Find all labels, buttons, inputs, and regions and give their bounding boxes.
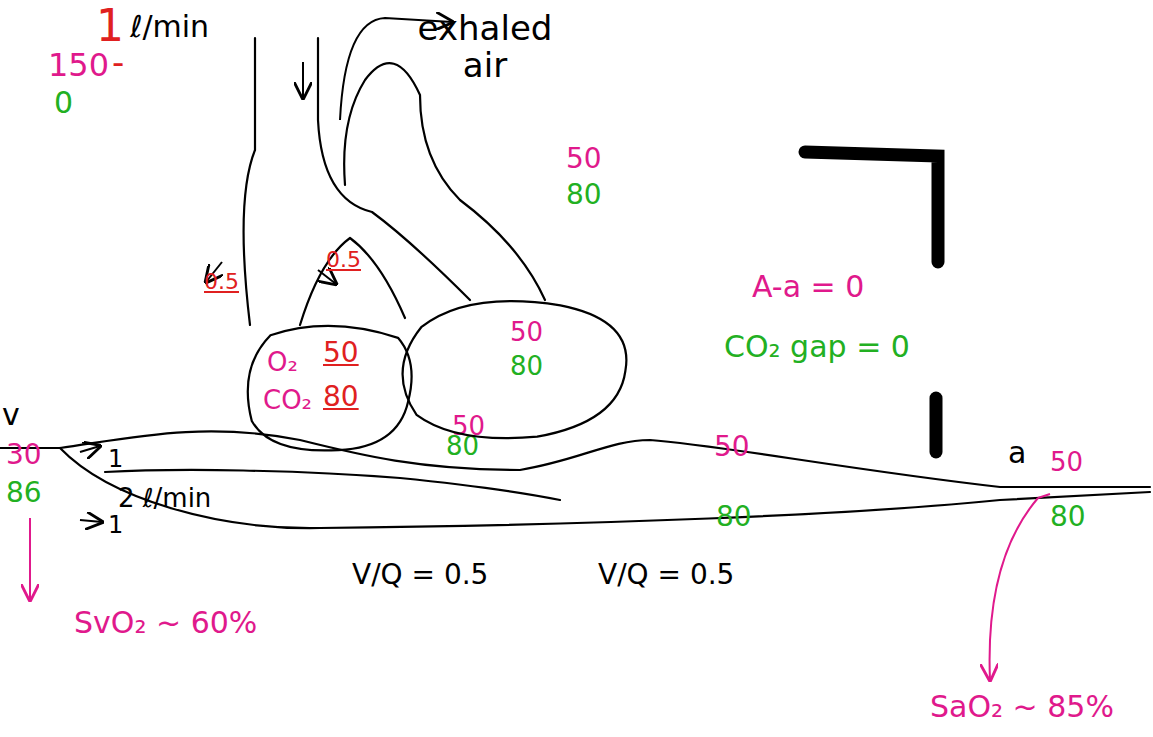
alveolus: 5080 xyxy=(398,298,630,444)
capillary-wall xyxy=(0,431,1150,487)
alveolus-outline-path xyxy=(403,301,627,438)
po2-value: 50 xyxy=(566,144,602,175)
node-text: O₂ xyxy=(267,348,298,377)
pco2-value: 80 xyxy=(1050,502,1086,533)
flow-arrow xyxy=(80,446,100,452)
airway-wall xyxy=(344,63,545,300)
capillary-wall xyxy=(60,448,1150,528)
pointer-arrow xyxy=(1038,494,1050,498)
node-text: 50 xyxy=(323,338,359,369)
spacer xyxy=(105,138,118,139)
inflow-arrow xyxy=(302,62,304,98)
airway-wall xyxy=(300,238,405,325)
flow-value: 1 xyxy=(108,446,123,472)
bracket-line xyxy=(930,398,943,452)
ventilation-value: 0.5 xyxy=(326,248,361,272)
pointer-arrow xyxy=(29,518,31,600)
node-text: 50 xyxy=(510,318,543,347)
gradient-note: A-a = 0 xyxy=(752,270,864,303)
saturation-note: SaO₂ ~ 85% xyxy=(930,690,1114,723)
node-text: CO₂ xyxy=(263,386,312,415)
flow-arrow xyxy=(80,520,102,522)
separator: - xyxy=(112,44,124,81)
node-text: 80 xyxy=(510,352,543,381)
flow-arrow xyxy=(318,270,336,284)
air-note: exhaled air xyxy=(400,10,570,85)
node-text: 80 xyxy=(323,382,359,413)
po2-value: 150 xyxy=(48,48,109,83)
ventilation-value: 0.5 xyxy=(204,270,239,294)
po2-value: 50 xyxy=(714,432,750,463)
vq-ratio: V/Q = 0.5 xyxy=(352,560,488,591)
capillary xyxy=(0,431,1150,528)
gradient-note: CO₂ gap = 0 xyxy=(724,330,910,363)
pco2-value: 80 xyxy=(566,180,602,211)
po2-value: 30 xyxy=(6,440,42,471)
flow-unit: ℓ/min xyxy=(130,10,209,43)
alveolus: O₂ 50CO₂ 80 xyxy=(245,322,415,454)
pco2-value: 80 xyxy=(716,502,752,533)
pco2-value: 86 xyxy=(6,478,42,509)
pointer-arrow xyxy=(990,498,1038,680)
airway-wall xyxy=(318,38,470,300)
po2-value: 50 xyxy=(1050,448,1083,477)
saturation-note: SvO₂ ~ 60% xyxy=(74,606,257,639)
alveolus-outline-path xyxy=(248,326,412,451)
pco2-value: 0 xyxy=(54,86,73,119)
vq-ratio: V/Q = 0.5 xyxy=(598,560,734,591)
flow-value: 1 xyxy=(108,512,123,538)
airway-wall xyxy=(244,38,255,325)
bracket-line xyxy=(805,152,938,262)
venous-mark: v xyxy=(2,398,20,431)
flow-value: 2 ℓ/min xyxy=(118,484,211,513)
arterial-mark: a xyxy=(1008,436,1026,469)
